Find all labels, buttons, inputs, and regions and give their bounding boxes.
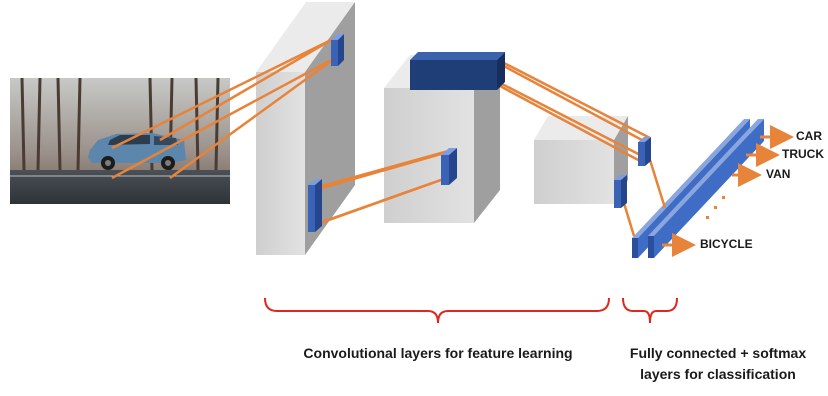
fc-ellipsis-dots [706,196,725,219]
kernel-block2-top [410,52,505,90]
input-image [10,77,230,204]
conv-block-1-front [256,72,305,255]
caption-fc-line2: layers for classification [640,366,796,382]
kernel-block1-bottom [308,179,322,232]
fc-layer-2-top [648,119,764,236]
conv-block-1-top [256,2,355,72]
label-car: CAR [796,129,822,143]
kernel-block3-bottom [614,175,627,208]
output-arrows [662,125,794,257]
forest-trees [20,77,220,171]
fc-layer-2-side [654,119,764,258]
label-van: VAN [766,167,791,181]
kernel-block1-top [331,34,344,66]
caption-conv: Convolutional layers for feature learnin… [303,345,573,361]
fc-layer-1-front [632,238,638,258]
bracket-conv [264,297,610,324]
connectors [111,34,667,237]
label-bicycle: BICYCLE [700,237,753,251]
label-truck: TRUCK [782,147,824,161]
conv-block-2-side [474,55,500,223]
kernel-block3-top [638,137,651,166]
conv-block-3-front [534,140,614,204]
fc-layers [632,119,764,258]
fc-layer-1-top [632,119,750,238]
bracket-fc [622,297,678,324]
fc-layer-2-front [648,236,654,258]
kernel-block2-middle [441,148,457,185]
caption-fc-line1: Fully connected + softmax [629,345,807,361]
